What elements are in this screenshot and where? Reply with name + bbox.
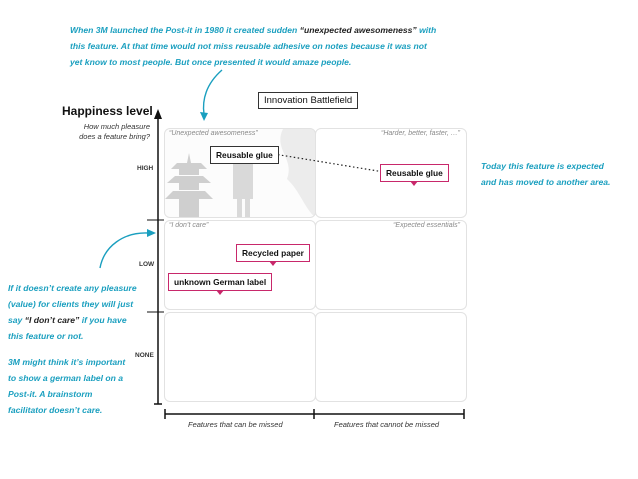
annotation-feature-moved: Today this feature is expected and has m… bbox=[481, 161, 611, 187]
pagoda-photo bbox=[165, 129, 315, 217]
cell-label-unexpected-awesomeness: “Unexpected awesomeness” bbox=[169, 130, 258, 137]
y-axis-title: Happiness level bbox=[62, 104, 153, 118]
annotation-post-it-launch: When 3M launched the Post-it in 1980 it … bbox=[70, 22, 440, 70]
note-highlight: “unexpected awesomeness” bbox=[299, 25, 417, 35]
note-text: If it doesn’t create any pleasure (value… bbox=[8, 283, 137, 325]
tag-label: Recycled paper bbox=[242, 248, 304, 258]
annotation-german-label: 3M might think it’s important to show a … bbox=[8, 357, 126, 415]
tag-pointer bbox=[410, 181, 419, 186]
tag-reusable-glue-today: Reusable glue bbox=[380, 164, 449, 186]
annotation-arrow-top bbox=[202, 69, 223, 115]
tag-label: unknown German label bbox=[174, 277, 267, 287]
cell-bottom-right bbox=[315, 312, 467, 402]
diagram-title-text: Innovation Battlefield bbox=[264, 95, 353, 106]
cell-bottom-left bbox=[164, 312, 316, 402]
cell-i-dont-care: “I don’t care” bbox=[164, 220, 316, 310]
cell-label-i-dont-care: “I don’t care” bbox=[169, 222, 209, 229]
tag-label: Reusable glue bbox=[386, 168, 443, 178]
x-axis-label-can-be-missed: Features that can be missed bbox=[188, 420, 283, 429]
diagram-title: Innovation Battlefield bbox=[258, 92, 359, 109]
note-text: with this feature. At that time would no… bbox=[70, 25, 437, 67]
y-axis-arrowhead bbox=[154, 109, 162, 119]
cell-label-harder-better-faster: “Harder, better, faster, …” bbox=[381, 130, 460, 137]
level-label-low: LOW bbox=[139, 261, 155, 268]
tag-pointer bbox=[268, 261, 277, 266]
tag-reusable-glue-past: Reusable glue bbox=[210, 146, 279, 164]
tag-pointer bbox=[216, 290, 225, 295]
cell-label-expected-essentials: “Expected essentials” bbox=[393, 222, 460, 229]
note-text: When 3M launched the Post-it in 1980 it … bbox=[70, 25, 300, 35]
tag-recycled-paper: Recycled paper bbox=[236, 244, 310, 266]
note-highlight: “I don’t care” bbox=[24, 315, 80, 325]
tag-label: Reusable glue bbox=[216, 150, 273, 160]
level-label-none: NONE bbox=[135, 352, 154, 359]
cell-unexpected-awesomeness: “Unexpected awesomeness” bbox=[164, 128, 316, 218]
annotation-i-dont-care: If it doesn’t create any pleasure (value… bbox=[8, 280, 138, 344]
level-label-high: HIGH bbox=[137, 165, 154, 172]
note-text: if you have this feature or not. bbox=[8, 315, 127, 341]
y-axis-subtitle: How much pleasure does a feature bring? bbox=[79, 122, 150, 141]
x-axis-label-cannot-be-missed: Features that cannot be missed bbox=[334, 420, 440, 429]
cell-expected-essentials: “Expected essentials” bbox=[315, 220, 467, 310]
tag-unknown-german-label: unknown German label bbox=[168, 273, 273, 295]
